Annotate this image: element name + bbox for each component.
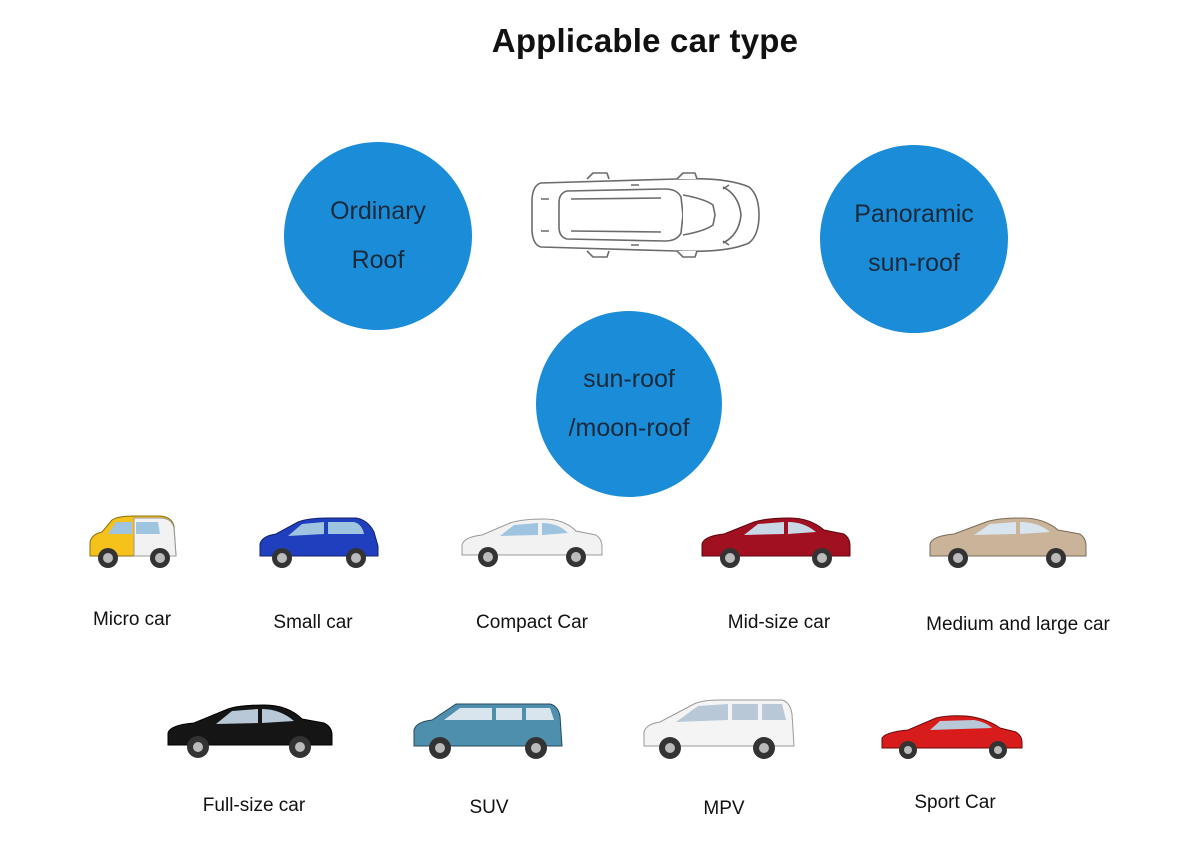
car-label: MPV	[703, 798, 745, 819]
car-label: Mid-size car	[727, 612, 831, 633]
car-label: Medium and large car	[926, 614, 1110, 635]
sunroof-line2: /moon-roof	[568, 414, 690, 442]
car-label: Micro car	[92, 609, 172, 630]
suv-icon	[413, 703, 563, 759]
medium-large-car-icon	[929, 517, 1087, 568]
micro-car-icon	[89, 515, 177, 568]
ordinary-roof-circle: Ordinary Roof	[284, 142, 472, 330]
car-type-micro: Micro car	[0, 0, 177, 630]
full-size-car-icon	[167, 704, 333, 758]
sunroof-line1: sun-roof	[583, 365, 675, 393]
car-label: SUV	[469, 797, 509, 818]
car-type-medium-large: Medium and large car	[0, 0, 1110, 635]
car-top-view-icon	[531, 172, 760, 258]
car-type-sport: Sport Car	[0, 0, 1023, 813]
mpv-icon	[643, 699, 795, 759]
mid-size-car-icon	[701, 517, 851, 568]
car-label: Sport Car	[914, 792, 996, 813]
car-label: Full-size car	[202, 795, 306, 816]
compact-car-icon	[461, 518, 603, 567]
ordinary-roof-line2: Roof	[351, 246, 405, 274]
panoramic-sunroof-circle: Panoramic sun-roof	[820, 145, 1008, 333]
panoramic-line1: Panoramic	[854, 200, 974, 228]
car-type-suv: SUV	[0, 0, 563, 818]
car-type-compact: Compact Car	[0, 0, 603, 633]
car-type-full-size: Full-size car	[0, 0, 333, 816]
sport-car-icon	[881, 715, 1023, 759]
ordinary-roof-line1: Ordinary	[330, 197, 426, 225]
page-title: Applicable car type	[491, 22, 799, 59]
sunroof-moonroof-circle: sun-roof /moon-roof	[536, 311, 722, 497]
car-type-mpv: MPV	[0, 0, 795, 819]
car-type-small: Small car	[0, 0, 379, 633]
small-car-icon	[259, 517, 379, 568]
car-label: Compact Car	[476, 612, 588, 633]
car-type-mid-size: Mid-size car	[0, 0, 851, 633]
panoramic-line2: sun-roof	[868, 249, 960, 277]
car-label: Small car	[273, 612, 353, 633]
